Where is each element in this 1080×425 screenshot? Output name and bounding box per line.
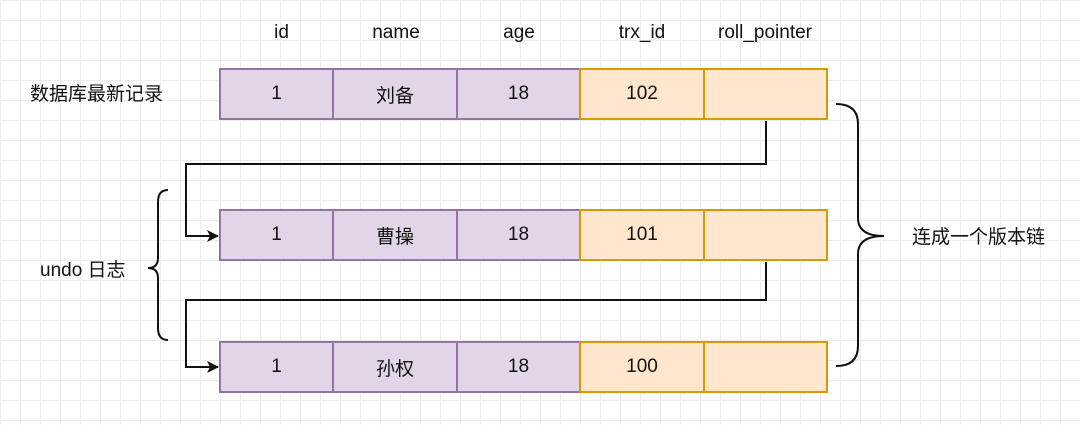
cell-id: 1 (219, 341, 334, 393)
cell-name: 孙权 (332, 341, 458, 393)
record-row-undo-1: 1 曹操 18 101 (219, 209, 828, 261)
record-row-undo-2: 1 孙权 18 100 (219, 341, 828, 393)
header-roll-pointer: roll_pointer (718, 22, 812, 43)
latest-record-label: 数据库最新记录 (30, 84, 164, 105)
header-trx-id: trx_id (618, 22, 666, 43)
cell-name: 刘备 (332, 68, 458, 120)
record-row-latest: 1 刘备 18 102 (219, 68, 828, 120)
cell-name: 曹操 (332, 209, 458, 261)
cell-trx-id: 101 (579, 209, 705, 261)
cell-age: 18 (456, 209, 581, 261)
version-chain-brace (835, 103, 885, 367)
cell-id: 1 (219, 68, 334, 120)
cell-roll-pointer (703, 209, 828, 261)
header-id: id (274, 22, 289, 43)
cell-age: 18 (456, 68, 581, 120)
cell-age: 18 (456, 341, 581, 393)
cell-roll-pointer (703, 341, 828, 393)
header-age: age (503, 22, 535, 43)
version-chain-label: 连成一个版本链 (912, 227, 1046, 248)
undo-log-brace (147, 189, 169, 341)
cell-id: 1 (219, 209, 334, 261)
header-name: name (372, 22, 420, 43)
roll-pointer-arrow-2 (185, 262, 767, 373)
cell-roll-pointer (703, 68, 828, 120)
roll-pointer-arrow-1 (185, 121, 767, 242)
undo-log-label: undo 日志 (40, 260, 126, 281)
